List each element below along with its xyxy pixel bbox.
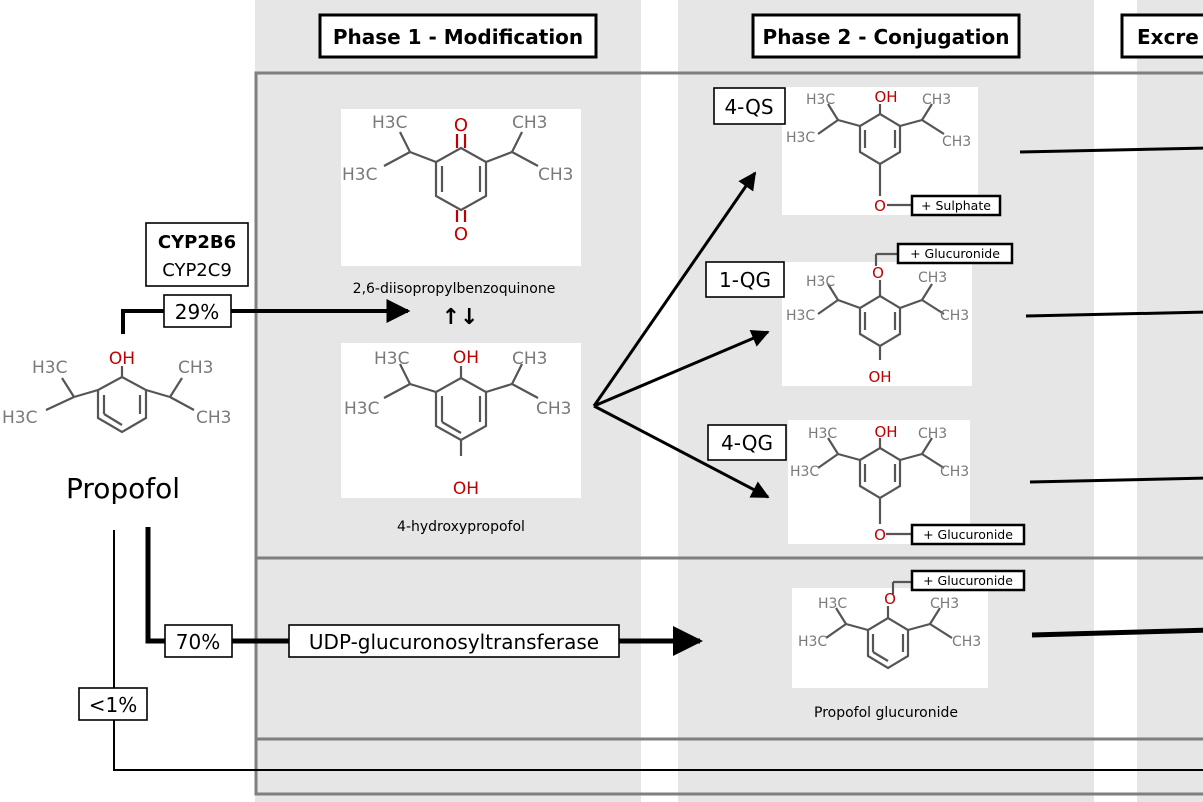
4qs-sulphate-tag: + Sulphate (910, 194, 1002, 217)
4qg-label: 4-QG (721, 431, 773, 455)
cyp2b6-label: CYP2B6 (158, 232, 236, 253)
1qg-card (782, 262, 972, 386)
hydroxypropofol-label: 4-hydroxypropofol (397, 519, 525, 535)
ugt-percent: 70% (176, 630, 220, 654)
propofol-h3c-top: H3C (32, 358, 67, 378)
ugt-enzyme-box: UDP-glucuronosyltransferase (288, 624, 620, 658)
svg-text:CH3: CH3 (930, 596, 959, 612)
glucuronide-excretion-line (1031, 627, 1203, 638)
4qg-glucuronide-tag: + Glucuronide (910, 523, 1026, 546)
svg-text:O: O (454, 224, 468, 245)
excretion-column (1137, 0, 1203, 802)
1qg-structure: O OH H3C H3C CH3 CH3 (786, 252, 969, 386)
svg-text:OH: OH (874, 88, 897, 106)
svg-text:CH3: CH3 (940, 308, 969, 324)
1qg-glucuronide-tag: + Glucuronide (896, 242, 1014, 265)
propofol-h3c-bottom: H3C (2, 408, 37, 428)
svg-text:H3C: H3C (790, 464, 819, 480)
svg-text:OH: OH (453, 479, 479, 499)
svg-text:H3C: H3C (786, 308, 815, 324)
svg-text:H3C: H3C (806, 274, 835, 290)
svg-text:+ Sulphate: + Sulphate (921, 198, 991, 213)
propofol-structure: OH H3C H3C CH3 CH3 (2, 349, 231, 434)
svg-text:CH3: CH3 (918, 270, 947, 286)
svg-text:H3C: H3C (372, 113, 407, 133)
arrow-to-4qs (592, 171, 757, 407)
propofol-glucuronide-structure: O H3C H3C CH3 CH3 (798, 580, 981, 670)
propofol-label: Propofol (66, 472, 180, 505)
svg-text:CH3: CH3 (512, 349, 547, 369)
propofol-oh: OH (109, 349, 135, 369)
1qg-label: 1-QG (719, 268, 771, 292)
svg-text:O: O (872, 264, 884, 282)
hydroxypropofol-structure: OH OH H3C H3C CH3 CH3 (344, 348, 571, 499)
phase3-header: Excre (1120, 13, 1203, 59)
benzoquinone-card (341, 109, 581, 266)
arrow-to-4qg (593, 404, 770, 499)
reversible-arrows: ↑↓ (442, 305, 479, 330)
propofol-ch3-top: CH3 (178, 358, 213, 378)
propofol-ch3-bottom: CH3 (196, 408, 231, 428)
svg-text:+ Glucuronide: + Glucuronide (910, 246, 1000, 261)
phase2-title: Phase 2 - Conjugation (763, 25, 1010, 49)
4qs-excretion-line (1019, 146, 1203, 154)
propofol-glucuronide-tag: + Glucuronide (910, 569, 1026, 592)
svg-text:CH3: CH3 (536, 399, 571, 419)
cyp2c9-label: CYP2C9 (162, 260, 232, 281)
svg-text:H3C: H3C (798, 634, 827, 650)
unchanged-percent-box: <1% (78, 687, 148, 721)
4qg-label-box: 4-QG (707, 424, 787, 461)
phase3-title: Excre (1137, 25, 1199, 49)
unchanged-excretion-line (113, 530, 1203, 771)
svg-text:+ Glucuronide: + Glucuronide (923, 573, 1013, 588)
svg-text:O: O (454, 115, 468, 136)
svg-text:H3C: H3C (818, 596, 847, 612)
svg-text:CH3: CH3 (512, 113, 547, 133)
4qg-structure: OH O H3C H3C CH3 CH3 (790, 423, 969, 544)
svg-text:CH3: CH3 (940, 464, 969, 480)
svg-text:CH3: CH3 (952, 634, 981, 650)
svg-text:CH3: CH3 (918, 426, 947, 442)
cyp-percent: 29% (175, 300, 219, 324)
svg-text:H3C: H3C (808, 426, 837, 442)
1qg-excretion-line (1025, 310, 1203, 318)
svg-text:O: O (884, 590, 896, 608)
svg-text:OH: OH (874, 423, 897, 441)
svg-text:CH3: CH3 (922, 92, 951, 108)
benzoquinone-label: 2,6-diisopropylbenzoquinone (353, 281, 556, 297)
svg-text:OH: OH (453, 348, 479, 368)
unchanged-percent: <1% (89, 693, 138, 717)
propofol-to-cyp-line (121, 299, 411, 334)
phase1-title: Phase 1 - Modification (333, 25, 583, 49)
svg-text:H3C: H3C (786, 130, 815, 146)
unchanged-frame (254, 737, 1203, 796)
svg-text:O: O (874, 197, 886, 215)
svg-text:CH3: CH3 (942, 134, 971, 150)
svg-text:+ Glucuronide: + Glucuronide (923, 527, 1013, 542)
propofol-glucuronide-card (792, 588, 988, 688)
svg-text:H3C: H3C (374, 349, 409, 369)
arrow-to-1qg (593, 330, 770, 408)
ugt-enzyme-label: UDP-glucuronosyltransferase (309, 630, 599, 654)
svg-text:H3C: H3C (344, 399, 379, 419)
phase2-header: Phase 2 - Conjugation (751, 13, 1021, 59)
svg-text:CH3: CH3 (538, 165, 573, 185)
4qg-excretion-line (1029, 476, 1203, 484)
svg-text:H3C: H3C (806, 92, 835, 108)
benzoquinone-structure: O O H3C H3C CH3 CH3 (342, 113, 573, 245)
ugt-percent-box: 70% (164, 624, 233, 658)
4qs-label: 4-QS (724, 95, 773, 119)
svg-text:OH: OH (868, 368, 891, 386)
1qg-label-box: 1-QG (705, 261, 785, 298)
4qs-label-box: 4-QS (713, 87, 786, 125)
cyp-percent-box: 29% (163, 294, 232, 328)
svg-text:O: O (874, 526, 886, 544)
phase1-header: Phase 1 - Modification (318, 13, 598, 59)
propofol-glucuronide-label: Propofol glucuronide (814, 705, 958, 721)
svg-text:H3C: H3C (342, 165, 377, 185)
cyp-enzyme-box: CYP2B6 CYP2C9 (145, 222, 249, 287)
4qs-structure: OH O H3C H3C CH3 CH3 (786, 88, 971, 215)
